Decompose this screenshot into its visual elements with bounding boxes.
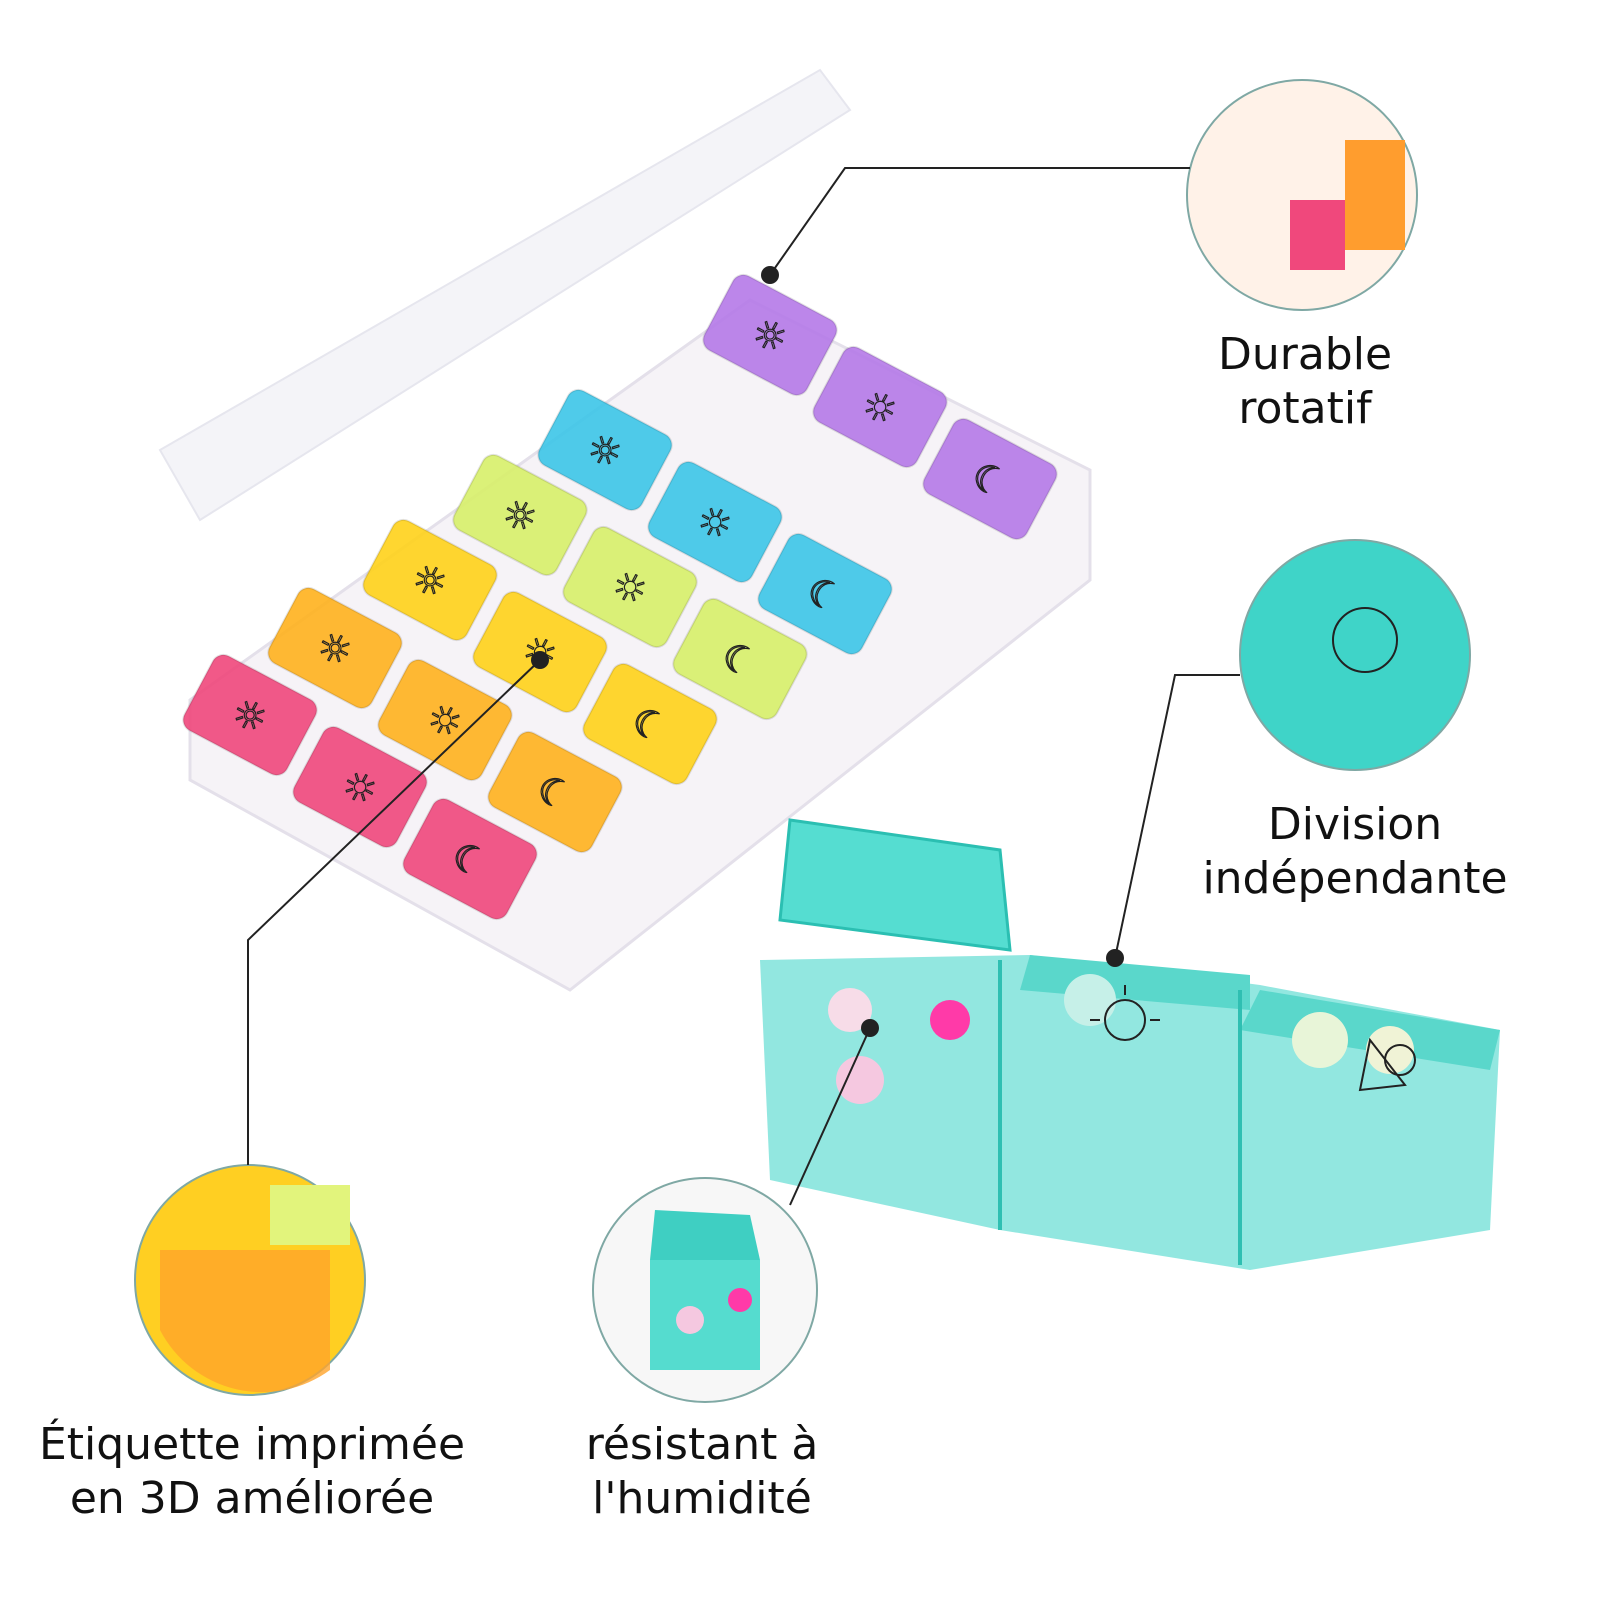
label-line: résistant à [585,1419,819,1470]
compartment: ☀ [292,725,428,849]
compartment-lid [537,388,673,512]
callout-label3d [134,651,549,1396]
compartment: ☾ [757,532,893,656]
label-line: rotatif [1238,383,1372,434]
compartment-lid [647,460,783,584]
compartment: ☾ [487,730,623,854]
compartment-lid [582,662,718,786]
compartment: ☀ [562,525,698,649]
callout-humidity [592,1019,879,1403]
teal-lid-middle [1020,955,1250,1010]
compartment: ☾ [672,597,808,721]
feature-label-humidity: résistant à l'humidité [586,1418,819,1526]
teal-case-body [760,955,1500,1270]
label-line: Durable [1217,329,1393,380]
teal-pill-case [760,818,1500,1270]
compartment-lid [377,658,513,782]
compartment: ☾ [922,417,1058,541]
compartment-lid [487,730,623,854]
compartment: ☼ [182,653,318,777]
compartment: ☀ [377,658,513,782]
label-line: Division [1267,799,1443,850]
compartment-lid [267,586,403,710]
callout-division [1106,539,1471,967]
compartment-lid [362,518,498,642]
compartment: ☾ [402,797,538,921]
sun-mountain-icon [1358,1037,1416,1092]
label-line: en 3D améliorée [69,1473,435,1524]
compartment: ☾ [582,662,718,786]
compartment-lid [402,797,538,921]
sun-icon [1090,985,1160,1041]
compartment: ☼ [702,273,838,397]
compartment: ☼ [362,518,498,642]
callout-durable [761,79,1418,311]
compartment: ☼ [452,453,588,577]
compartment-lid [757,532,893,656]
clear-case-lid [158,68,852,522]
label-line: Étiquette imprimée [38,1419,466,1470]
feature-label-durable: Durable rotatif [1218,328,1392,436]
compartment: ☀ [647,460,783,584]
compartment: ☼ [267,586,403,710]
feature-label-division: Division indépendante [1202,798,1507,906]
teal-lid-right [1240,990,1500,1070]
teal-open-lid [778,818,1012,952]
label-line: indépendante [1202,853,1508,904]
compartment: ☼ [537,388,673,512]
compartment-lid [812,345,948,469]
compartment-lid [672,597,808,721]
compartment-lid [292,725,428,849]
label-line: l'humidité [592,1473,812,1524]
daily-compartments: ☼☀☾☼☀☾☼☀☾☼☀☾☼☀☾☼☀☾ [182,273,1058,921]
feature-label-3d-label: Étiquette imprimée en 3D améliorée [39,1418,465,1526]
compartment-lid [922,417,1058,541]
compartment-lid [452,453,588,577]
compartment-lid [562,525,698,649]
compartment-lid [702,273,838,397]
compartment-lid [182,653,318,777]
compartment: ☀ [812,345,948,469]
